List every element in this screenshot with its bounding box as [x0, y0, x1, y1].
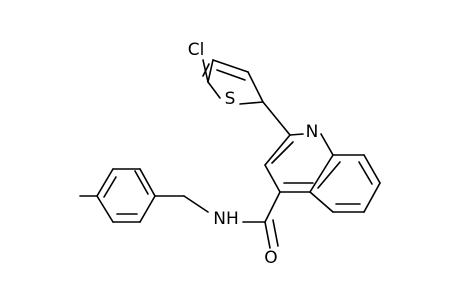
nitrogen-atom-label: N	[306, 122, 319, 142]
quinoline-pyridine-ring	[264, 133, 334, 193]
quinoline-benzo-ring	[309, 154, 381, 213]
tolyl-group	[79, 168, 209, 223]
amide-linker	[242, 191, 281, 249]
sulfur-atom-label: S	[225, 89, 236, 109]
thienyl-quinoline-bond	[262, 101, 291, 136]
thiophene-ring	[202, 59, 264, 105]
cl-bond	[202, 59, 209, 83]
chlorine-atom-label: Cl	[188, 40, 205, 60]
amide-nh-label: NH	[213, 209, 239, 229]
oxygen-atom-label: O	[264, 248, 277, 268]
